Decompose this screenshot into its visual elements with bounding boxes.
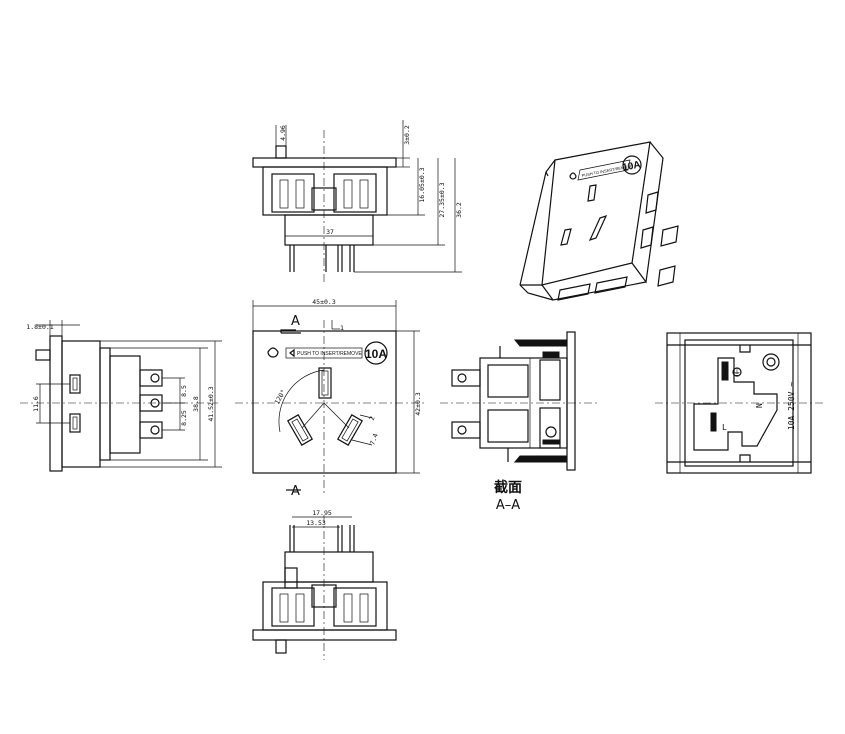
earth-mark: ⏚ [733, 368, 741, 377]
dim-height-a: 38.8 [192, 396, 200, 412]
dim-tab-b: 8.25 [180, 410, 188, 426]
dim-inner-pitch: 13.53 [306, 519, 326, 527]
top-view-dims: 4.96 3±0.2 16.05±0.3 27.35±0.3 36.2 37 [279, 125, 463, 236]
dim-overall-depth: 36.2 [455, 202, 463, 218]
dim-flange: 1.8±0.1 [26, 323, 53, 331]
dim-slot-pitch: 11.6 [32, 396, 40, 412]
iso-rating: 10A [621, 159, 641, 173]
dim-top-offset: 3±0.2 [403, 125, 411, 145]
datum-label: 1 [340, 324, 344, 332]
live-mark: L [722, 423, 727, 432]
push-text: PUSH TO INSERT/REMOVE [297, 351, 362, 357]
dim-outer-pitch: 17.95 [312, 509, 332, 517]
section-title: 截面 [494, 479, 522, 496]
neutral-mark: N [755, 403, 764, 408]
front-view-text: 45±0.3 42±0.3 A A 1 120° 2 7.4 PUSH TO I… [273, 298, 422, 499]
bottom-view-dims: 17.95 13.53 [306, 509, 332, 527]
dim-pin-pitch: 37 [326, 228, 334, 236]
dim-pin-depth: 27.35±0.3 [438, 182, 446, 217]
section-label-top: A [291, 314, 300, 329]
dim-body-depth: 16.05±0.3 [418, 167, 426, 202]
bottom-view [252, 515, 397, 660]
side-view [20, 320, 222, 472]
slot-length-label: 7.4 [368, 432, 380, 446]
side-view-dims: 1.8±0.1 11.6 8.5 8.25 38.8 41.52±0.3 [26, 323, 215, 426]
slot-width-label: 2 [368, 415, 377, 421]
rating-badge: 10A [365, 347, 387, 361]
section-subtitle: A–A [496, 498, 520, 513]
dim-tab-a: 8.5 [180, 385, 188, 397]
top-view [252, 120, 462, 285]
dim-width: 45±0.3 [312, 298, 336, 306]
front-view [235, 300, 425, 495]
iso-view-text: PUSH TO INSERT/REMOVE 10A [581, 159, 641, 178]
dim-height: 42±0.3 [414, 392, 422, 416]
dim-thickness: 4.96 [279, 125, 287, 141]
section-label-bottom: A [291, 484, 300, 499]
dim-height-b: 41.52±0.3 [207, 386, 215, 421]
section-view [440, 331, 600, 471]
iso-view [519, 141, 679, 301]
rear-view-text: 10A 250V ~ ⏚ L N [722, 368, 796, 432]
rear-view [655, 332, 825, 474]
section-caption: 截面 A–A [494, 479, 522, 513]
rear-rating: 10A 250V ~ [787, 382, 796, 430]
